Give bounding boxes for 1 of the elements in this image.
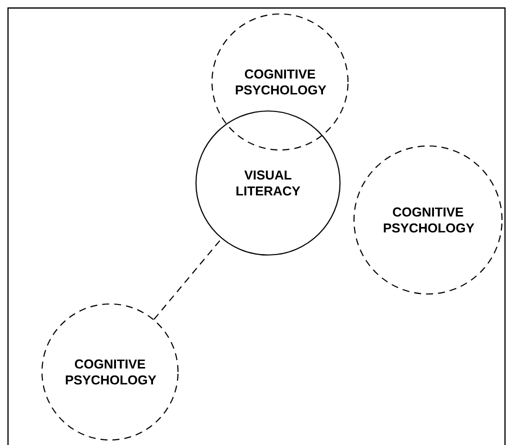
- connector-line: [154, 238, 222, 320]
